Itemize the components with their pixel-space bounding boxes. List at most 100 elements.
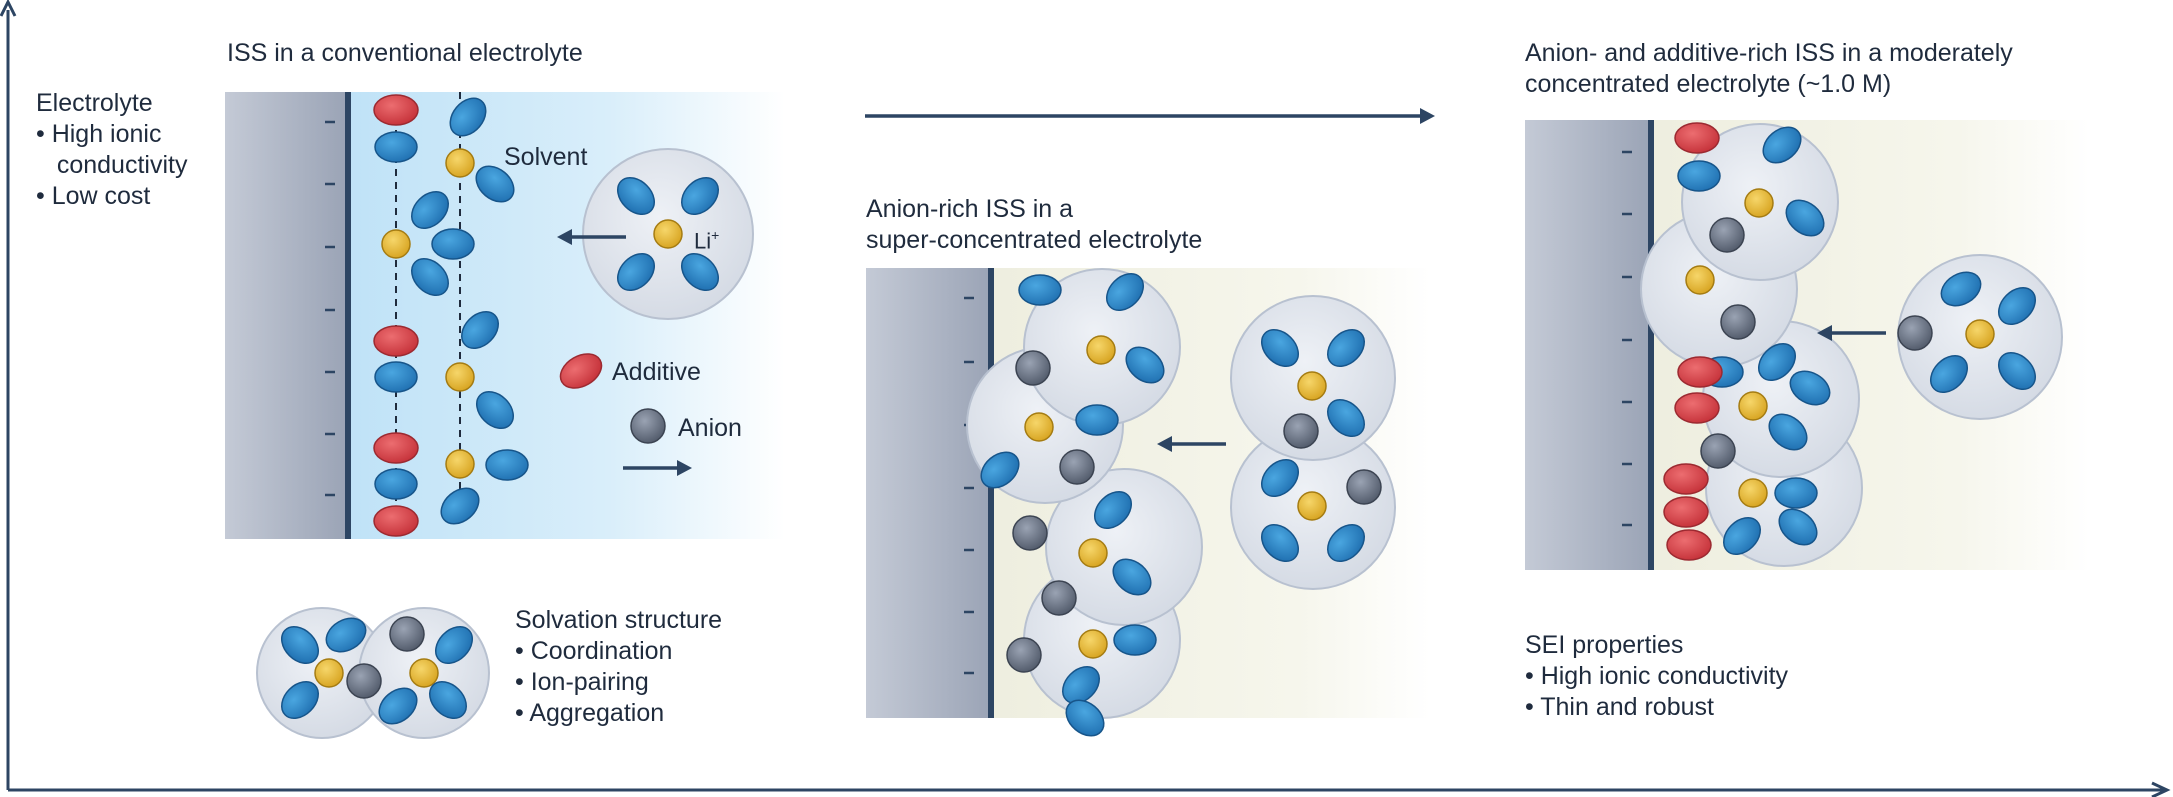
anion-label: Anion [678, 414, 742, 442]
li-ion [1744, 188, 1774, 218]
solvent-molecule [1261, 524, 1299, 562]
solvent-molecule [1774, 477, 1818, 509]
li-ion [1965, 319, 1995, 349]
solvent-molecule [1768, 413, 1808, 451]
sei-properties-list: SEI properties • High ionic conductivity… [1525, 631, 1789, 721]
solvent-molecule [435, 626, 473, 664]
solvent-molecule [681, 177, 719, 215]
solvent-molecule [1762, 126, 1802, 164]
solvent-molecule [1789, 370, 1831, 406]
li-ion [1738, 391, 1768, 421]
li-ion [409, 658, 439, 688]
solvent-molecule [1075, 404, 1119, 436]
solvent-molecule [411, 191, 449, 229]
additive-molecule [1677, 356, 1723, 388]
solvation-structure-list: Solvation structure • Coordination • Ion… [515, 606, 723, 727]
solvent-molecule [681, 253, 719, 291]
solvation-shell [1045, 468, 1203, 626]
solvent-molecule [1327, 329, 1365, 367]
anion [389, 616, 425, 652]
solvent-molecule [411, 258, 449, 296]
solvent-molecule [374, 468, 418, 500]
solvent-molecule [281, 681, 319, 719]
solvent-molecule [1062, 666, 1100, 704]
anion [1720, 304, 1756, 340]
additive-molecule [1663, 463, 1709, 495]
solvent-molecule [1998, 287, 2036, 325]
li-ion [1078, 629, 1108, 659]
solvent-molecule [1758, 343, 1796, 381]
solvent-molecule [1930, 355, 1968, 393]
solvent-molecule [475, 165, 515, 203]
right-panel-title: Anion- and additive-rich ISS in a modera… [1525, 39, 2013, 98]
additive-molecule [1663, 496, 1709, 528]
solvent-molecule [1723, 517, 1761, 555]
anion [1041, 580, 1077, 616]
solvent-molecule [1998, 352, 2036, 390]
li-ion [1685, 265, 1715, 295]
li-ion [445, 148, 475, 178]
solvent-molecule [617, 253, 655, 291]
li-ion [653, 219, 683, 249]
solvent-molecule [1112, 558, 1152, 596]
anion [1897, 315, 1933, 351]
li-ion [1738, 478, 1768, 508]
solvent-molecule [281, 626, 319, 664]
li-ion [1078, 538, 1108, 568]
solvent-molecule [374, 361, 418, 393]
solvent-molecule [325, 617, 367, 653]
anion [1283, 413, 1319, 449]
anion [346, 663, 382, 699]
progression-arrow [865, 108, 1435, 124]
solvent-molecule [980, 451, 1020, 489]
solvent-molecule [1785, 199, 1825, 237]
additive-molecule [1674, 392, 1720, 424]
li-ion [1297, 491, 1327, 521]
motion-arrows [557, 229, 1886, 476]
electrolyte-properties: Electrolyte • High ionic conductivity • … [36, 89, 188, 210]
molecules [281, 94, 2036, 737]
solvent-molecule [440, 487, 480, 525]
middle-panel-title: Anion-rich ISS in a super-concentrated e… [866, 195, 1203, 254]
anion [1006, 637, 1042, 673]
solvent-molecule [1065, 699, 1105, 737]
solvent-molecule [1113, 624, 1157, 656]
li-ion [1086, 335, 1116, 365]
li-ion [1024, 412, 1054, 442]
solvent-molecule [461, 311, 499, 349]
li-ion [445, 449, 475, 479]
additive-molecule [373, 432, 419, 464]
additive-molecule [373, 505, 419, 537]
solvent-molecule [374, 131, 418, 163]
solvent-molecule [1327, 524, 1365, 562]
anion [1700, 433, 1736, 469]
li-ion [1297, 371, 1327, 401]
anion [1015, 350, 1051, 386]
solvent-molecule [1327, 399, 1365, 437]
left-panel-title: ISS in a conventional electrolyte [227, 39, 583, 67]
li-ion [381, 229, 411, 259]
solvent-molecule [1261, 459, 1299, 497]
additive-molecule [559, 353, 603, 389]
anion [1346, 469, 1382, 505]
solvent-molecule [1261, 329, 1299, 367]
anion [1012, 515, 1048, 551]
solvent-molecule [449, 97, 487, 137]
li-ion-label: Li+ [694, 227, 720, 254]
solvent-molecule [431, 228, 475, 260]
additive-molecule [373, 94, 419, 126]
additive-molecule [373, 325, 419, 357]
solvent-molecule [617, 177, 655, 215]
solvent-molecule [1018, 274, 1062, 306]
solvent-molecule [1677, 160, 1721, 192]
solvent-label: Solvent [504, 143, 588, 171]
solvent-molecule [485, 449, 529, 481]
solvent-molecule [1106, 273, 1144, 311]
solvent-molecule [429, 681, 467, 719]
solvent-molecule [1778, 508, 1818, 546]
anion [630, 408, 666, 444]
solvent-molecule [476, 391, 514, 429]
anion [1059, 449, 1095, 485]
